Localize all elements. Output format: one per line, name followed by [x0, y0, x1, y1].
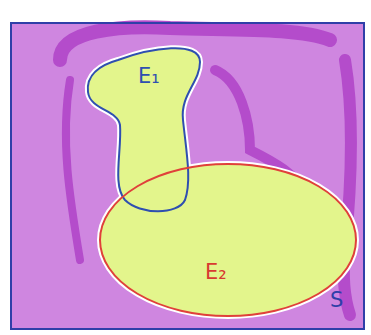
event-label: E₂ — [205, 262, 227, 283]
region-outline — [98, 162, 358, 318]
union-fill — [100, 164, 356, 316]
event-region: E₂ — [98, 162, 358, 318]
complement-fill — [10, 22, 365, 330]
shading-stroke — [66, 80, 80, 260]
space-label: S — [330, 290, 343, 311]
shading-stroke — [344, 60, 351, 315]
sample-space: S E₁ E₂ — [10, 22, 365, 330]
event-label: E₁ — [138, 66, 160, 87]
region-outline — [11, 23, 364, 329]
region-outline — [88, 48, 200, 211]
region-outline — [100, 164, 356, 316]
event-region: E₁ — [85, 40, 205, 218]
